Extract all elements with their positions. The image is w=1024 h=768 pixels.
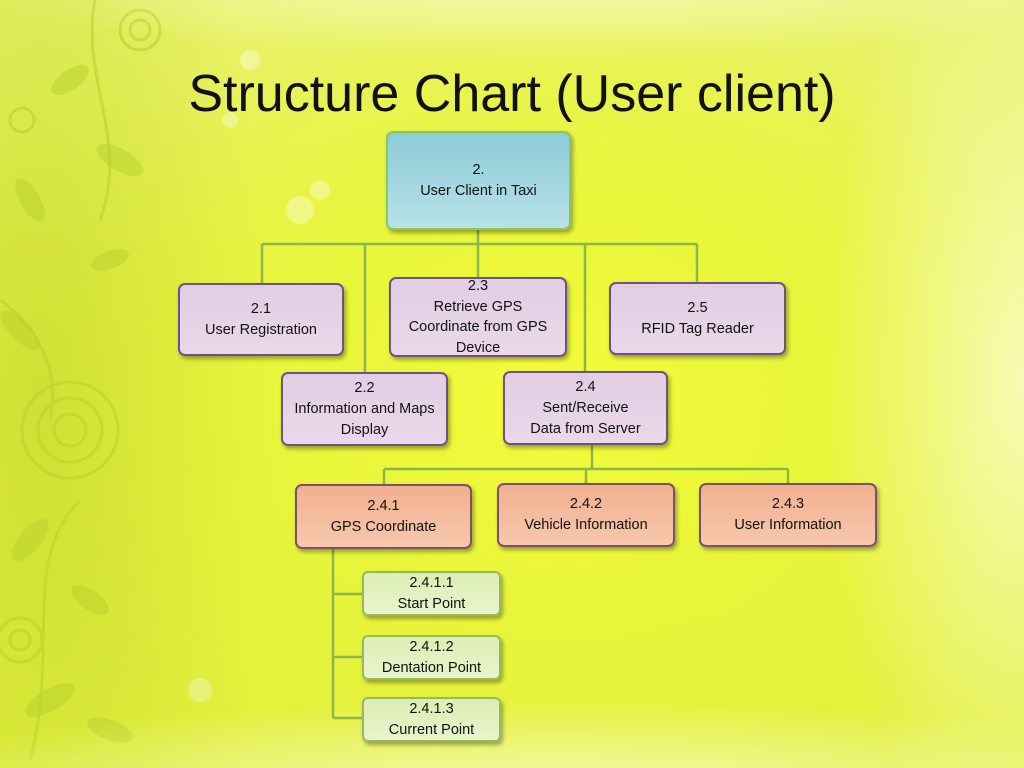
node-label: Dentation Point — [381, 659, 482, 676]
node-2-2-information-and-maps: 2.2 Information and Maps Display — [281, 372, 448, 446]
node-label-line1: Retrieve GPS — [433, 298, 523, 315]
node-id: 2.3 — [467, 278, 489, 294]
node-2-4-2-vehicle-information: 2.4.2 Vehicle Information — [497, 483, 675, 547]
node-label: Vehicle Information — [524, 517, 648, 533]
node-label: User Information — [734, 517, 842, 533]
node-label-line3: Device — [455, 339, 501, 356]
node-2-4-1-3-current-point: 2.4.1.3 Current Point — [362, 697, 501, 742]
node-id: 2.4.1.3 — [409, 700, 454, 717]
node-2-5-rfid-tag-reader: 2.5 RFID Tag Reader — [609, 282, 786, 355]
node-label: RFID Tag Reader — [641, 320, 754, 337]
node-id: 2.4.1.2 — [409, 638, 454, 655]
node-label-line1: Information and Maps — [294, 400, 435, 417]
node-label: User Registration — [204, 321, 317, 338]
node-id: 2.4.1.1 — [409, 574, 454, 591]
node-label: GPS Coordinate — [330, 518, 437, 535]
node-2-1-user-registration: 2.1 User Registration — [178, 283, 344, 356]
node-2-user-client-in-taxi: 2. User Client in Taxi — [386, 131, 571, 230]
node-id: 2.5 — [687, 299, 708, 316]
node-label-line2: Display — [340, 421, 389, 438]
node-id: 2.1 — [250, 300, 272, 317]
node-id: 2.2 — [354, 379, 375, 396]
node-2-3-retrieve-gps: 2.3 Retrieve GPS Coordinate from GPS Dev… — [389, 277, 567, 357]
node-2-4-1-2-dentation-point: 2.4.1.2 Dentation Point — [362, 635, 501, 680]
node-id: 2. — [472, 161, 485, 178]
node-2-4-sent-receive: 2.4 Sent/Receive Data from Server — [503, 371, 668, 445]
node-label-line2: Coordinate from GPS — [408, 319, 548, 335]
node-label: Current Point — [388, 721, 475, 738]
node-label: User Client in Taxi — [420, 182, 537, 199]
node-2-4-1-gps-coordinate: 2.4.1 GPS Coordinate — [295, 484, 472, 549]
page-title: Structure Chart (User client) — [188, 65, 836, 123]
node-2-4-1-1-start-point: 2.4.1.1 Start Point — [362, 571, 501, 616]
node-label-line2: Data from Server — [530, 420, 641, 437]
node-2-4-3-user-information: 2.4.3 User Information — [699, 483, 877, 547]
node-id: 2.4.2 — [569, 496, 603, 512]
node-id: 2.4 — [575, 378, 596, 395]
node-label: Start Point — [397, 595, 466, 612]
node-label-line1: Sent/Receive — [542, 399, 629, 416]
node-id: 2.4.1 — [367, 497, 400, 514]
node-id: 2.4.3 — [771, 496, 805, 512]
